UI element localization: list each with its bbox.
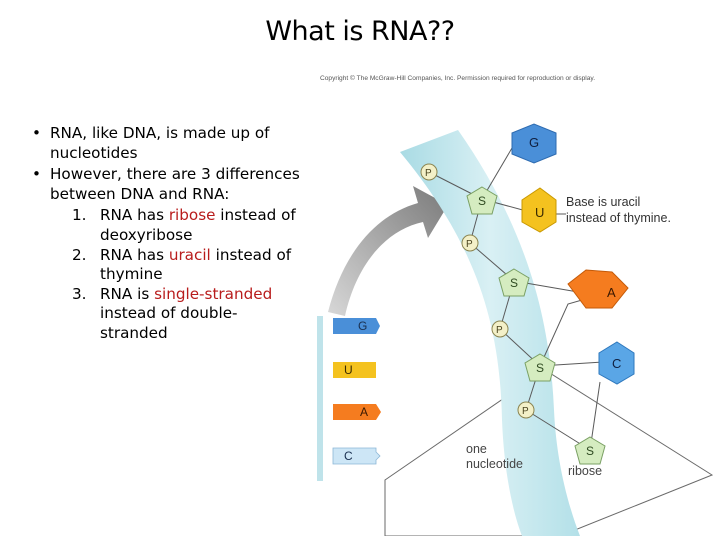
small-cytosine-tag	[332, 447, 381, 465]
sugar-ribose	[574, 436, 606, 465]
sugar-ribose	[466, 186, 498, 215]
item-highlight: ribose	[168, 206, 216, 225]
item-text: instead of deoxyribose	[100, 206, 296, 244]
sugar-label: S	[510, 276, 518, 290]
bullet-item: However, there are 3 differences between…	[30, 165, 305, 204]
item-number: 1.	[72, 206, 87, 225]
phosphate-label: P	[522, 406, 529, 417]
item-text: RNA has	[100, 206, 169, 225]
slide-title: What is RNA??	[265, 16, 455, 47]
ribose-label: ribose	[568, 464, 602, 478]
phosphate-label: P	[466, 239, 473, 250]
phosphate-group	[491, 320, 509, 338]
difference-item-1: 1. RNA has ribose instead of deoxyribose	[30, 206, 305, 245]
small-adenine-label: A	[360, 405, 368, 419]
cytosine-base	[598, 341, 635, 385]
sugar-ribose	[498, 268, 530, 297]
small-strand-backbone	[317, 316, 323, 481]
sugar-label: S	[586, 444, 594, 458]
phosphate-group	[461, 234, 479, 252]
small-uracil-label: U	[344, 363, 353, 377]
item-number: 3.	[72, 284, 87, 303]
item-text: instead of double-stranded	[100, 304, 238, 342]
adenine-label: A	[607, 285, 616, 300]
rna-backbone-band	[400, 130, 580, 536]
uracil-base	[521, 187, 557, 233]
sugar-label: S	[536, 361, 544, 375]
item-highlight: uracil	[168, 245, 211, 264]
phosphate-group	[517, 401, 535, 419]
item-text: RNA is	[100, 284, 155, 303]
small-guanine-label: G	[358, 319, 367, 333]
item-number: 2.	[72, 245, 87, 264]
bullet-item: RNA, like DNA, is made up of nucleotides	[30, 124, 305, 163]
uracil-callout-line2: instead of thymine.	[566, 211, 671, 225]
phosphate-group	[420, 163, 438, 181]
nucleotide-label-line2: nucleotide	[466, 457, 523, 471]
item-text: RNA has	[100, 245, 169, 264]
small-uracil-tag	[333, 362, 376, 378]
difference-item-3: 3. RNA is single-stranded instead of doub…	[30, 285, 305, 344]
cytosine-label: C	[612, 356, 621, 371]
sugar-label: S	[478, 194, 486, 208]
sugar-ribose	[524, 353, 556, 382]
uracil-label: U	[535, 205, 544, 220]
guanine-label: G	[529, 135, 539, 150]
small-cytosine-label: C	[344, 449, 353, 463]
small-adenine-tag	[333, 404, 381, 420]
slide-body: RNA, like DNA, is made up of nucleotides…	[30, 124, 305, 344]
item-text: instead of thymine	[100, 245, 292, 284]
rna-diagram: Copyright © The McGraw-Hill Companies, I…	[317, 74, 714, 537]
phosphate-label: P	[425, 168, 432, 179]
adenine-base	[567, 269, 629, 309]
small-guanine-tag	[333, 318, 380, 334]
copyright-text: Copyright © The McGraw-Hill Companies, I…	[320, 74, 595, 82]
uracil-callout-line1: Base is uracil	[566, 195, 640, 209]
difference-item-2: 2. RNA has uracil instead of thymine	[30, 246, 305, 285]
nucleotide-label-line1: one	[466, 442, 487, 456]
rna-figure: Copyright © The McGraw-Hill Companies, I…	[310, 66, 715, 537]
curved-arrow	[328, 186, 448, 316]
guanine-base	[511, 123, 557, 164]
item-highlight: single-stranded	[154, 284, 273, 303]
phosphate-label: P	[496, 325, 503, 336]
